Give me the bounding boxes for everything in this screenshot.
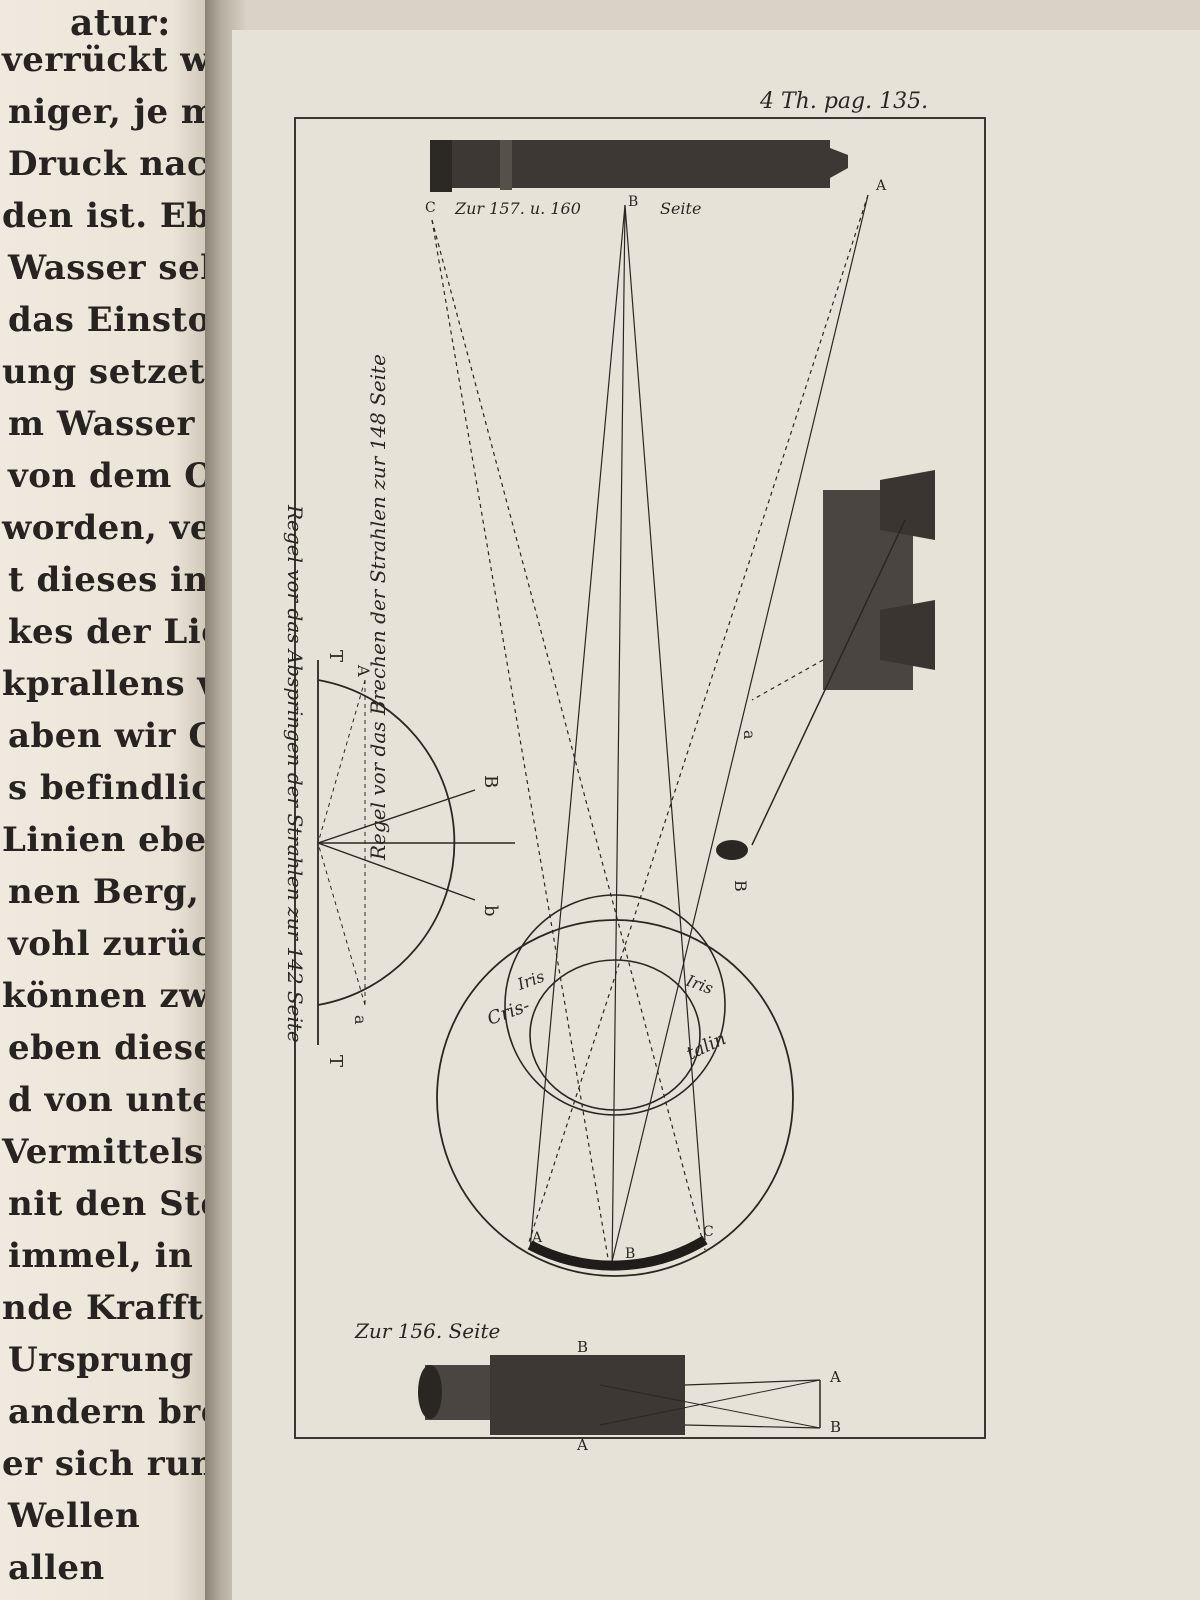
ray-c-dashed xyxy=(431,219,611,1271)
ray-to-b xyxy=(317,789,476,844)
letter-b-object: B xyxy=(830,1418,841,1436)
eye-front xyxy=(504,894,726,1116)
refraction-diagram: a B Regel vor das Brechen der Strahlen z… xyxy=(366,354,935,892)
plate-page xyxy=(232,30,1200,1600)
crystalline-lens xyxy=(529,959,701,1111)
left-text-line: niger, je meh xyxy=(8,92,215,132)
letter-a-bottom: A xyxy=(576,1436,588,1454)
left-text-line: Wellen xyxy=(8,1496,141,1536)
left-text-line: immel, in Be xyxy=(8,1236,215,1276)
letter-b-bottom: B xyxy=(577,1338,588,1356)
ray-b-2 xyxy=(624,204,706,1241)
left-text-line: vohl zurücke xyxy=(8,924,215,964)
telescope-eyepiece-lens xyxy=(418,1365,442,1419)
left-text-line: allen xyxy=(8,1548,105,1588)
bottom-caption: Zur 156. Seite xyxy=(354,1319,500,1343)
right-caption: Regel vor das Brechen der Strahlen zur 1… xyxy=(366,354,390,861)
left-text-line: Vermittelst xyxy=(2,1132,215,1172)
left-text-line: kes der Licht- xyxy=(8,612,215,652)
observer-eye xyxy=(716,840,748,860)
letter-b-arc: B xyxy=(480,775,501,788)
left-text-line: aben wir Gem xyxy=(8,716,215,756)
vessel-foot-top xyxy=(880,470,935,540)
left-text-line: den ist. Eben xyxy=(2,196,215,236)
left-text-line: Druck nach xyxy=(8,144,215,184)
telescope-eyepiece xyxy=(830,148,848,178)
ray-to-b-small xyxy=(317,842,476,901)
eyeball xyxy=(436,919,794,1277)
left-text-line: andern bre xyxy=(8,1392,215,1432)
left-text-line: Linien eben so xyxy=(2,820,215,860)
vessel-foot-bottom xyxy=(880,600,935,670)
ray-to-a-dashed xyxy=(317,679,366,844)
left-text-page: atur: verrückt wer niger, je mehDruck nac… xyxy=(0,0,215,1600)
letter-c-top: C xyxy=(425,200,436,216)
plate-border xyxy=(294,117,986,1439)
letter-a-arc: A xyxy=(354,664,373,677)
ray-a-dashed xyxy=(527,194,869,1246)
letter-a-top: A xyxy=(875,178,887,194)
telescope-caption-side: Seite xyxy=(660,199,701,218)
bottom-ray-cross-2 xyxy=(599,1379,821,1426)
ray-c-dashed-2 xyxy=(431,219,706,1251)
letter-t-bottom: T xyxy=(325,1055,346,1067)
telescope-main-tube xyxy=(490,1355,685,1435)
iris-right-label: Iris xyxy=(683,971,716,999)
bottom-ray-1 xyxy=(684,1379,821,1386)
ray-b-3 xyxy=(611,204,626,1271)
incident-ray-dashed xyxy=(751,659,824,701)
iris-left-label: Iris xyxy=(514,967,547,995)
left-text-line: ung setzet. xyxy=(2,352,215,392)
letter-b-vessel: B xyxy=(731,880,750,892)
left-text-line: Wasser sehen, xyxy=(8,248,215,288)
refracted-ray xyxy=(751,519,906,846)
left-text-line: Ursprung von xyxy=(8,1340,215,1380)
left-text-line: nen Berg, tre xyxy=(8,872,215,912)
left-text-line: worden, verl xyxy=(2,508,215,548)
left-text-line: verrückt wer xyxy=(2,40,215,80)
telescope-end xyxy=(430,140,452,192)
letter-a-vessel: a xyxy=(740,730,759,740)
letter-a-small-arc: a xyxy=(351,1015,370,1025)
bottom-ray-cross-1 xyxy=(599,1384,821,1429)
left-text-line: nit den Stern xyxy=(8,1184,215,1224)
letter-c-eye: C xyxy=(703,1224,714,1240)
left-text-line: t dieses in ger xyxy=(8,560,215,600)
left-caption: Regel vor das Abspringen der Strahlen zu… xyxy=(283,504,307,1043)
left-text-line: m Wasser nim xyxy=(8,404,215,444)
left-text-line: er sich rund xyxy=(2,1444,215,1484)
page-reference: 4 Th. pag. 135. xyxy=(759,89,928,114)
letter-a-eye: A xyxy=(531,1230,543,1246)
telescope-ring xyxy=(500,140,512,190)
left-text-line: können zwöls xyxy=(2,976,215,1016)
left-text-line: eben dieselbe xyxy=(8,1028,215,1068)
eye-diagram: Iris Iris Cris- talin A B C xyxy=(436,894,794,1277)
left-text-line: nde Krafft xyxy=(2,1288,204,1328)
left-header: atur: xyxy=(70,2,171,44)
left-text-line: das Einstossen xyxy=(8,300,215,340)
letter-b-eye: B xyxy=(625,1246,635,1262)
reflection-diagram: T T A B b a Regel vor das Abspringen der… xyxy=(283,504,515,1067)
ray-a-1 xyxy=(609,194,869,1271)
left-text-line: d von unterso xyxy=(8,1080,215,1120)
telescope-caption: Zur 157. u. 160 xyxy=(454,199,581,218)
ray-b-1 xyxy=(529,204,626,1251)
telescope-top: Zur 157. u. 160 Seite C B A xyxy=(425,140,887,218)
cris-label: Cris- xyxy=(485,995,533,1030)
telescope-bottom: Zur 156. Seite B A A B xyxy=(354,1319,841,1454)
left-text-line: von dem Orte xyxy=(8,456,215,496)
left-text-line: s befindlichen xyxy=(8,768,215,808)
letter-t-top: T xyxy=(325,650,346,662)
retina xyxy=(527,1235,708,1271)
telescope-tube xyxy=(430,140,830,188)
letter-a-object: A xyxy=(829,1368,841,1386)
bottom-ray-2 xyxy=(684,1424,821,1429)
letter-b-small-arc: b xyxy=(480,905,501,917)
left-text-line: kprallens von xyxy=(2,664,215,704)
talin-label: talin xyxy=(683,1028,729,1064)
letter-b-top: B xyxy=(628,194,638,210)
ray-to-a-small-dashed xyxy=(317,842,366,1006)
